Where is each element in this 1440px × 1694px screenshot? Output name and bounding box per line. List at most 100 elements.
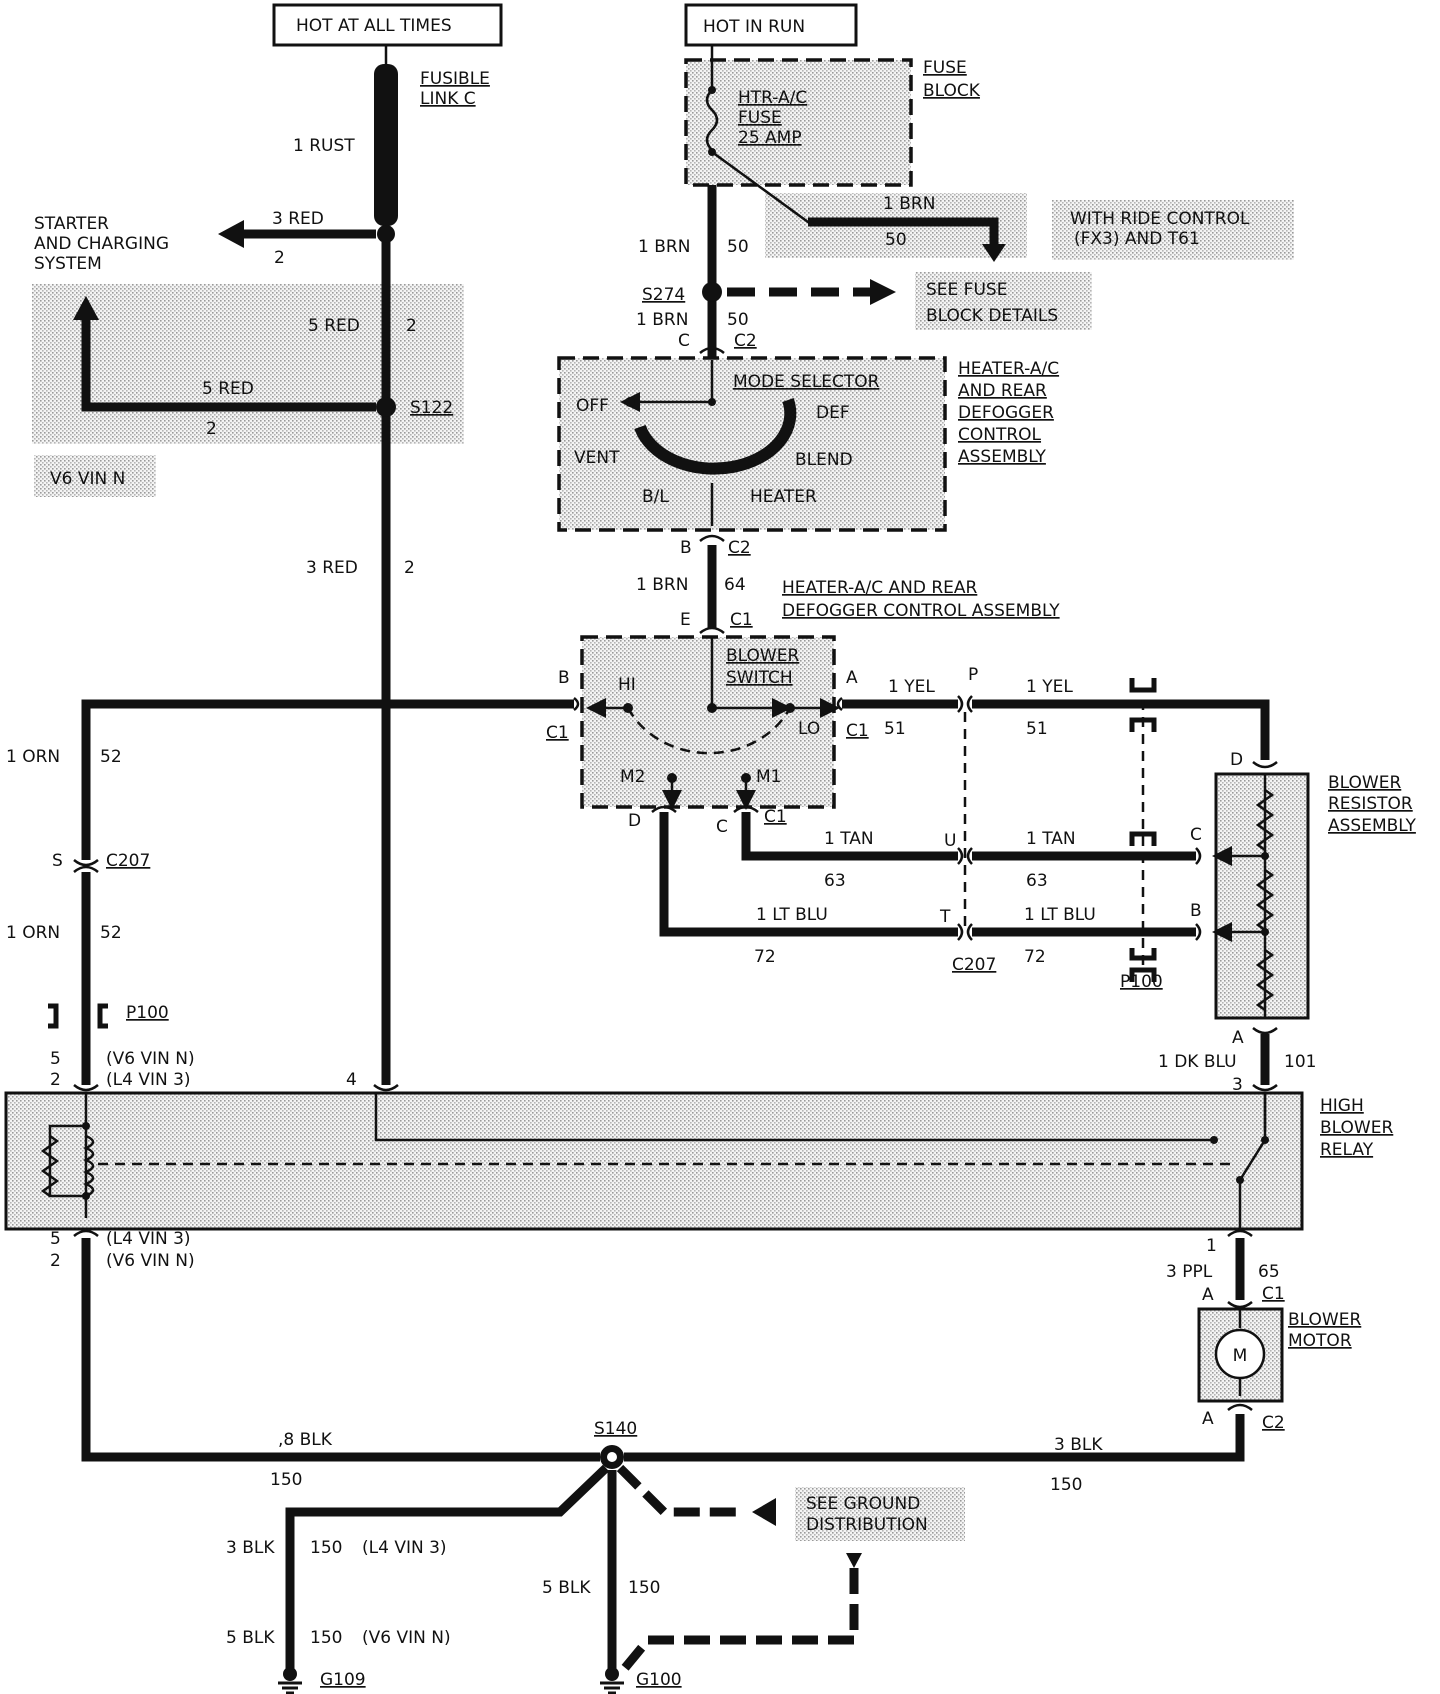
c1-label-b: C1 — [546, 723, 569, 743]
mode-heater: HEATER — [750, 487, 817, 507]
ride-control-note-2: (FX3) AND T61 — [1074, 229, 1200, 249]
ride-control-note-1: WITH RIDE CONTROL — [1070, 209, 1250, 229]
wire-1brn-ride: 1 BRN — [883, 194, 935, 214]
connector-resistor-a — [1252, 1027, 1278, 1035]
circuit-52-b: 52 — [100, 923, 122, 943]
resistor-element-2 — [1255, 868, 1275, 932]
connector-c207-s-top — [73, 859, 99, 867]
connector-relay-3 — [1252, 1084, 1278, 1092]
connector-c2-bottom — [699, 534, 725, 542]
pin-a-motor-bottom: A — [1202, 1409, 1214, 1429]
relay-contact-no — [1210, 1136, 1218, 1144]
circuit-50-b: 50 — [727, 310, 749, 330]
control-assembly-label-2: AND REAR — [958, 381, 1047, 401]
pin-2-bottom: 2 — [50, 1251, 61, 1271]
control-assembly-label-4: CONTROL — [958, 425, 1042, 445]
pin-b-mode: B — [680, 538, 692, 558]
pin-c-switch: C — [716, 817, 728, 837]
relay-feed-4 — [374, 1093, 1214, 1142]
connector-c1-top — [699, 626, 725, 634]
hot-in-run-box: HOT IN RUN — [684, 3, 858, 47]
p100-left-bracket — [48, 1003, 59, 1029]
fuse-details-shade — [915, 272, 1092, 330]
v6-note-shade — [34, 455, 156, 497]
blk-wire-150-left — [81, 1238, 600, 1462]
hot-at-all-times-label: HOT AT ALL TIMES — [296, 16, 452, 36]
wire-5red-a: 5 RED — [308, 316, 360, 336]
connector-motor-c2 — [1227, 1403, 1253, 1411]
wire-3blk-a: 3 BLK — [1054, 1435, 1103, 1455]
blower-switch-label-2: SWITCH — [726, 668, 793, 688]
circuit-64: 64 — [724, 575, 746, 595]
c207-label-b: C207 — [952, 955, 996, 975]
v6-note-bottom: (V6 VIN N) — [106, 1251, 195, 1271]
c207-label-a: C207 — [106, 851, 150, 871]
circuit-150-d: 150 — [310, 1628, 342, 1648]
circuit-63-a: 63 — [824, 871, 846, 891]
fuse-block-label-1: FUSE — [923, 58, 967, 78]
fusible-link-label-2: LINK C — [420, 89, 476, 109]
circuit-72-a: 72 — [754, 947, 776, 967]
connector-c207-t-l — [957, 923, 964, 941]
connector-relay-5-bottom — [73, 1229, 99, 1237]
g100-label: G100 — [636, 1670, 682, 1690]
c1-label-a: C1 — [730, 610, 753, 630]
relay-label-3: RELAY — [1320, 1140, 1374, 1160]
relay-coil — [82, 1134, 95, 1198]
ground-g100-icon — [600, 1667, 624, 1694]
high-blower-relay — [4, 1091, 1304, 1231]
circuit-2-d: 2 — [404, 558, 415, 578]
resistor-element-3 — [1255, 948, 1275, 1012]
ride-control-shade-b — [1052, 200, 1294, 260]
pin-p: P — [968, 665, 978, 685]
ground-dist-wire — [616, 1464, 740, 1517]
circuit-72-b: 72 — [1024, 947, 1046, 967]
circuit-2-a: 2 — [274, 248, 285, 268]
blower-resistor-assembly — [1214, 772, 1310, 1020]
orn-wire-52-upper — [81, 699, 574, 860]
tan-wire-63-a — [741, 812, 958, 861]
wire-1orn-a: 1 ORN — [6, 747, 60, 767]
fuse-element — [705, 89, 719, 151]
blower-motor-label-2: MOTOR — [1288, 1331, 1352, 1351]
mode-arc — [634, 398, 797, 475]
p100-label-a: P100 — [126, 1003, 169, 1023]
see-fuse-1: SEE FUSE — [926, 280, 1007, 300]
pin-b-resistor: B — [1190, 901, 1202, 921]
s274-label: S274 — [642, 285, 685, 305]
wire-1ltblu-a: 1 LT BLU — [756, 905, 828, 925]
resistor-element-1 — [1255, 788, 1275, 852]
ride-control-arrow — [982, 244, 1006, 262]
see-fuse-2: BLOCK DETAILS — [926, 306, 1058, 326]
pin-d-resistor: D — [1230, 750, 1243, 770]
blower-resistor-label-3: ASSEMBLY — [1328, 816, 1416, 836]
splice-s274 — [702, 282, 722, 302]
c1-label-d: C1 — [764, 807, 787, 827]
l4-note-bottom: (L4 VIN 3) — [106, 1229, 191, 1249]
pin-c-resistor: C — [1190, 825, 1202, 845]
pin-5-bottom: 5 — [50, 1229, 61, 1249]
circuit-101: 101 — [1284, 1052, 1316, 1072]
pin-b-switch: B — [558, 668, 570, 688]
connector-c1-c — [733, 805, 759, 813]
blk-wire-150-right — [624, 1414, 1245, 1462]
c2-label-b: C2 — [728, 538, 751, 558]
wire-1brn-a: 1 BRN — [638, 237, 690, 257]
ground-g109-icon — [278, 1667, 302, 1694]
p100-bracket-e — [1129, 967, 1157, 982]
hot-at-all-times-box: HOT AT ALL TIMES — [272, 3, 503, 47]
control-assembly-box — [557, 356, 947, 532]
red-wire-v6 — [81, 312, 376, 412]
wire-3blk-b: 3 BLK — [226, 1538, 275, 1558]
wire-3red-b: 3 RED — [306, 558, 358, 578]
p100-bracket-a — [1129, 678, 1157, 693]
blower-switch-box — [580, 635, 836, 809]
s140-label: S140 — [594, 1419, 637, 1439]
blower-resistor-label-2: RESISTOR — [1328, 794, 1413, 814]
switch-m1: M1 — [756, 767, 781, 787]
blk-wire-g109 — [285, 1464, 610, 1674]
wire-5red-b: 5 RED — [202, 379, 254, 399]
pin-1-relay: 1 — [1206, 1236, 1217, 1256]
circuit-150-e: 150 — [628, 1578, 660, 1598]
connector-resistor-d — [1252, 761, 1278, 769]
